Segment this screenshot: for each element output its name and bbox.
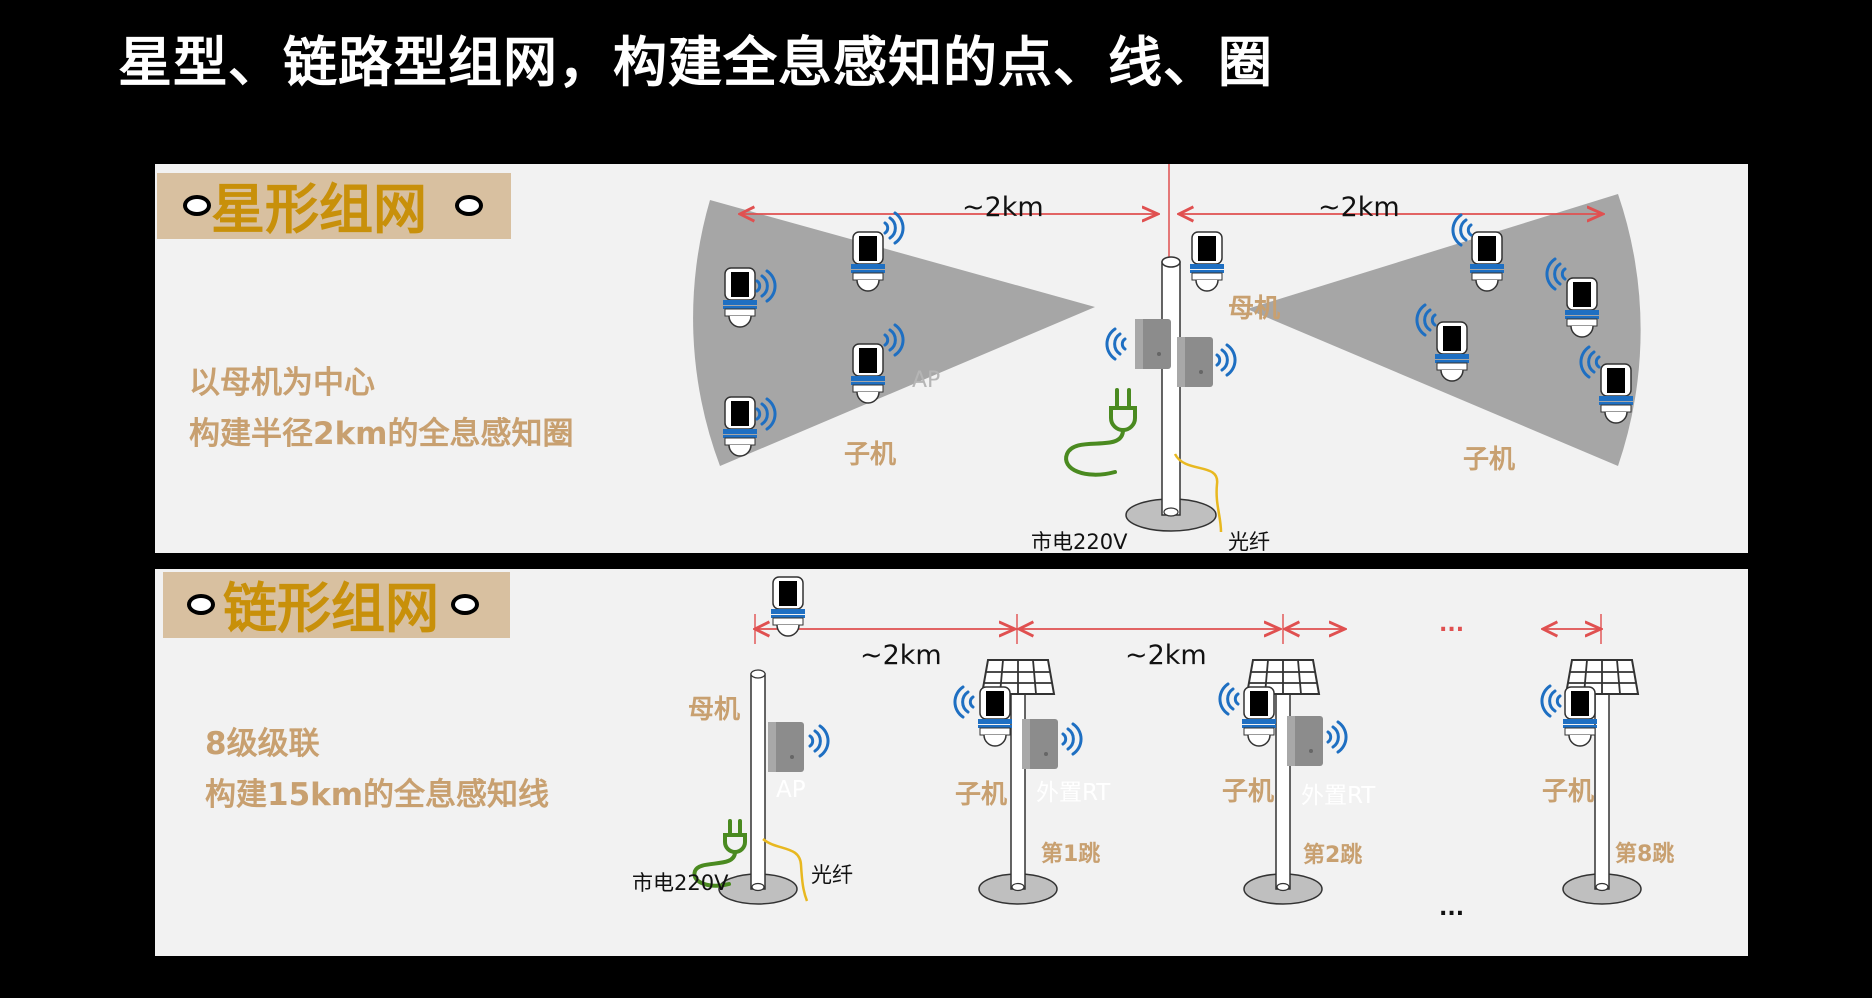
chain-desc-line1: 8级级联: [205, 726, 320, 762]
chain-ellipsis-top: ...: [1439, 612, 1465, 637]
chain-distance-2: ~2km: [1125, 640, 1207, 671]
mother-camera-icon: [770, 576, 806, 637]
chain-distance-1: ~2km: [860, 640, 942, 671]
star-network-diagram: [693, 164, 1641, 533]
star-desc-line1: 以母机为中心: [189, 365, 375, 401]
star-desc-line2: 构建半径2km的全息感知圈: [189, 416, 574, 452]
chain-network-panel: 链形组网 8级级联 构建15km的全息感知线: [155, 569, 1748, 956]
hop2-label: 第2跳: [1303, 843, 1363, 868]
child-camera-icon: [1241, 686, 1277, 747]
ap-box-icon: [1135, 319, 1171, 369]
star-description: 以母机为中心 构建半径2km的全息感知圈: [189, 358, 574, 460]
wifi-signal-icon: [1105, 327, 1127, 361]
hop1-relay-label: 外置RT: [1036, 780, 1111, 806]
chain-ap-label: AP: [776, 777, 806, 803]
hop1-label: 第1跳: [1041, 842, 1101, 867]
wifi-signal-icon: [808, 724, 830, 758]
wifi-signal-icon: [1061, 722, 1083, 756]
pole-icon: [1161, 261, 1181, 516]
star-child-left-label: 子机: [844, 440, 897, 470]
wifi-signal-icon: [883, 211, 905, 245]
wifi-signal-icon: [1540, 684, 1562, 718]
star-power-label: 市电220V: [1031, 530, 1128, 554]
chain-power-label: 市电220V: [632, 871, 729, 895]
ring-left-icon: [187, 594, 215, 615]
chain-fiber-label: 光纤: [811, 863, 853, 887]
ap-box-icon: [1177, 337, 1213, 387]
relay-box-icon: [1287, 716, 1323, 766]
ring-right-icon: [451, 594, 479, 615]
star-network-panel: 星形组网 以母机为中心 构建半径2km的全息感知圈: [155, 164, 1748, 554]
star-network-tag: 星形组网: [157, 173, 511, 239]
mother-camera-icon: [1189, 231, 1225, 292]
star-network-tag-label: 星形组网: [211, 178, 427, 241]
wifi-signal-icon: [953, 685, 975, 719]
star-ap-label: AP: [912, 368, 941, 393]
hop1-child-label: 子机: [955, 780, 1008, 810]
hop8-label: 第8跳: [1615, 842, 1675, 867]
ap-box-icon: [768, 722, 804, 772]
hop2-child-label: 子机: [1222, 777, 1275, 807]
power-plug-icon: [1064, 388, 1137, 477]
star-distance-right: ~2km: [1318, 192, 1400, 223]
ring-right-icon: [455, 195, 483, 216]
star-mother-label: 母机: [1228, 294, 1281, 324]
star-distance-left: ~2km: [962, 192, 1044, 223]
chain-mother-label: 母机: [688, 695, 741, 725]
star-child-right-label: 子机: [1463, 445, 1516, 475]
chain-description: 8级级联 构建15km的全息感知线: [205, 719, 549, 821]
relay-box-icon: [1022, 719, 1058, 769]
fiber-cable-icon: [1173, 453, 1223, 533]
page-title: 星型、链路型组网，构建全息感知的点、线、圈: [118, 31, 1273, 94]
wifi-signal-icon: [1215, 343, 1237, 377]
chain-desc-line2: 构建15km的全息感知线: [205, 777, 550, 813]
wifi-signal-icon: [1326, 720, 1348, 754]
wifi-signal-icon: [1218, 682, 1240, 716]
power-plug-icon: [692, 819, 747, 888]
hop8-child-label: 子机: [1542, 777, 1595, 807]
child-camera-icon: [1562, 686, 1598, 747]
child-camera-icon: [977, 686, 1013, 747]
chain-network-diagram: [692, 576, 1642, 905]
chain-ellipsis-bottom: ...: [1439, 896, 1465, 921]
chain-network-tag: 链形组网: [163, 572, 510, 638]
fiber-cable-icon: [762, 837, 809, 902]
ring-left-icon: [183, 195, 211, 216]
hop2-relay-label: 外置RT: [1301, 783, 1376, 809]
star-fiber-label: 光纤: [1228, 530, 1270, 554]
chain-network-tag-label: 链形组网: [223, 577, 439, 640]
